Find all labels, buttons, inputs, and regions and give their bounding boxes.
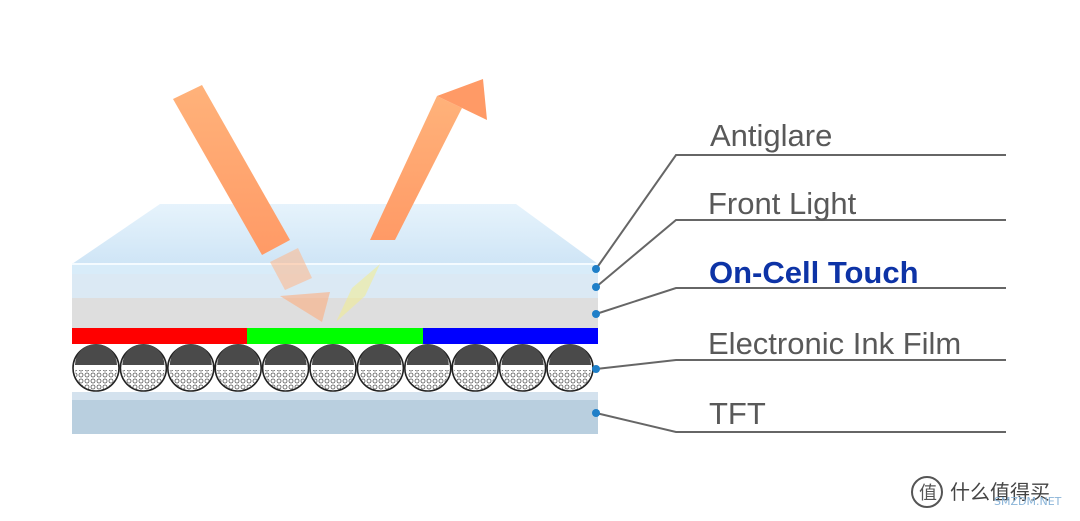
- connector-dot-front-light: [592, 283, 600, 291]
- leader-line-on-cell-touch: [595, 287, 1006, 315]
- connector-dot-tft: [592, 409, 600, 417]
- ink-capsule: [72, 344, 120, 392]
- leader-line-antiglare: [595, 154, 1006, 270]
- ink-capsule: [546, 344, 594, 392]
- tft-layer: [72, 392, 598, 400]
- connector-dot-electronic-ink-film: [592, 365, 600, 373]
- watermark-logo-glyph: 值: [919, 483, 937, 504]
- ink-capsule: [261, 344, 310, 392]
- leader-lines: [595, 154, 1006, 433]
- connector-dot-on-cell-touch: [592, 310, 600, 318]
- ink-capsule: [309, 344, 357, 392]
- ink-capsule: [498, 344, 547, 392]
- color-filter-red: [72, 328, 247, 344]
- ink-capsule: [451, 344, 500, 392]
- ink-microcapsules: [72, 343, 594, 392]
- reflected-light-arrow: [336, 79, 487, 322]
- on-cell-touch-layer: [72, 298, 598, 328]
- ink-capsule: [214, 343, 262, 392]
- watermark-text: 什么值得买: [950, 480, 1050, 504]
- ink-capsule: [403, 344, 452, 392]
- ink-capsule: [119, 344, 168, 392]
- label-electronic-ink-film: Electronic Ink Film: [708, 326, 961, 361]
- color-filter-blue: [423, 328, 598, 344]
- antiglare-top-face: [72, 204, 598, 264]
- watermark-logo-icon: [911, 476, 943, 508]
- label-tft: TFT: [709, 396, 766, 431]
- label-front-light: Front Light: [708, 186, 857, 221]
- connector-dots: [592, 265, 600, 417]
- ink-capsule: [356, 344, 405, 392]
- ink-capsule: [167, 344, 215, 392]
- label-antiglare: Antiglare: [710, 118, 832, 153]
- front-light-layer: [72, 274, 598, 298]
- connector-dot-antiglare: [592, 265, 600, 273]
- antiglare-layer: [72, 264, 598, 274]
- label-on-cell-touch: On-Cell Touch: [709, 255, 919, 290]
- tft-layer-lower: [72, 400, 598, 434]
- leader-line-front-light: [595, 219, 1006, 288]
- color-filter-green: [247, 328, 423, 344]
- leader-line-tft: [595, 412, 1006, 433]
- incoming-light-arrow: [173, 85, 330, 322]
- watermark: 值 什么值得买 SMZDM.NET: [911, 476, 1062, 508]
- watermark-subtext: SMZDM.NET: [994, 495, 1062, 508]
- leader-line-electronic-ink-film: [595, 359, 1006, 370]
- color-filter-strip: [72, 328, 598, 344]
